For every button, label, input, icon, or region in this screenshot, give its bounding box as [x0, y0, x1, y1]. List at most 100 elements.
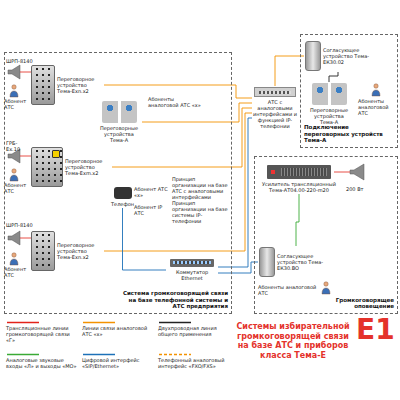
- note-label: Абонент АТС: [4, 182, 30, 194]
- note-label: Абонент IP АТС: [134, 204, 168, 216]
- device-caption: Переговорное устройство Тема-Exm.x2: [65, 158, 111, 176]
- device-node: Согласующее устройство Тема-ЕК30.02: [304, 40, 372, 72]
- note-label: 200 Вт: [346, 186, 376, 192]
- device-node: Телефон: [110, 186, 135, 208]
- region-heading: Система громкоговорящей связи на базе те…: [118, 290, 228, 310]
- device-figure: [31, 147, 63, 187]
- device-node: Переговорное устройство Тема-Exn.x2: [30, 230, 104, 272]
- device-figure: [114, 187, 132, 199]
- connector-line: [104, 85, 252, 98]
- person-icon: [372, 84, 380, 96]
- device-figure: [102, 101, 137, 123]
- device-caption: Согласующее устройство Тема-ЕК30.02: [323, 47, 371, 65]
- device-node: Переговорное устройство Тема-Exm.x2: [30, 146, 112, 188]
- connector-line: [142, 103, 252, 122]
- legend-line: [83, 354, 115, 356]
- person-icon: [322, 282, 330, 294]
- legend-line: [159, 354, 191, 356]
- region-heading: Подключение переговорных устройств Тема-…: [304, 124, 394, 144]
- speaker-wire: [334, 172, 350, 173]
- device-node: Согласующее устройство Тема-ЕК30.ВО: [258, 246, 334, 278]
- horn-speaker: [350, 164, 364, 180]
- device-figure: [31, 65, 55, 105]
- person-icon: [10, 253, 18, 265]
- connector-line: [329, 72, 338, 82]
- note-label: Принцип организации на базе АТС с аналог…: [172, 176, 230, 200]
- device-node: Усилитель трансляционный Тема-АТ04.00-22…: [258, 164, 340, 194]
- device-caption: Переговорное устройство Тема-Exn.x2: [57, 76, 103, 94]
- device-figure: [254, 87, 296, 97]
- connector-line: [104, 113, 252, 251]
- device-caption: Согласующее устройство Тема-ЕК30.ВО: [277, 253, 333, 271]
- device-node: Переговорные устройства Тема-А: [96, 100, 142, 144]
- device-node: Переговорное устройство Тема-Exn.x2: [30, 64, 104, 106]
- legend-line-sample: [82, 320, 116, 325]
- region-heading: Громкоговорящее оповещение: [332, 297, 394, 310]
- device-figure: [259, 247, 275, 277]
- note-label: Абонент АТС: [4, 266, 30, 278]
- device-figure: [305, 41, 321, 71]
- legend-line: [7, 322, 39, 324]
- speaker-wire: [20, 156, 31, 157]
- person-icon: [10, 85, 18, 97]
- connector-line: [218, 262, 258, 273]
- device-caption: Усилитель трансляционный Тема-АТ04.00-22…: [259, 181, 339, 193]
- device-figure: [170, 259, 214, 267]
- legend-text: Телефонный аналоговый интерфейс «FXO/FXS…: [158, 357, 230, 369]
- horn-speaker: [8, 65, 20, 79]
- note-label: Абонент АТС «х»: [134, 186, 168, 198]
- legend-line-sample: [158, 352, 192, 357]
- legend-text: Аналоговые звуковые входы «Л» и выходы «…: [6, 357, 78, 369]
- legend-item: Трансляционные линии громкоговорящей свя…: [6, 320, 78, 343]
- region-frame: Громкоговорящее оповещение Усилитель тран…: [254, 156, 398, 314]
- note-label: Абонент АТС: [4, 98, 30, 110]
- device-figure: [267, 165, 331, 179]
- legend-item: Телефонный аналоговый интерфейс «FXO/FXS…: [158, 352, 230, 369]
- device-caption: Телефон: [111, 201, 134, 207]
- legend-text: Трансляционные линии громкоговорящей свя…: [6, 325, 78, 343]
- sheet-code: E1: [356, 316, 400, 344]
- device-node: АТС с аналоговыми интерфейсами и функцие…: [252, 86, 298, 130]
- legend-line: [159, 322, 191, 324]
- legend-text: Цифровой интерфейс «SIP/Ethernet»: [82, 357, 154, 369]
- connector-line: [112, 108, 252, 167]
- device-caption: Переговорное устройство Тема-Exn.x2: [57, 242, 103, 260]
- legend-line-sample: [6, 352, 40, 357]
- legend-item: Аналоговые звуковые входы «Л» и выходы «…: [6, 352, 78, 369]
- note-label: Абоненты аналоговой АТС: [258, 284, 320, 296]
- legend-line-sample: [82, 352, 116, 357]
- diagram-title: Системы избирательной громкоговорящей св…: [236, 322, 350, 360]
- legend-item: Цифровой интерфейс «SIP/Ethernet»: [82, 352, 154, 369]
- connector-line: [275, 56, 304, 86]
- person-icon: [10, 169, 18, 181]
- legend-item: Линии связи аналоговой АТС «х»: [82, 320, 154, 337]
- region-frame: Подключение переговорных устройств Тема-…: [300, 34, 398, 148]
- legend-text: Линии связи аналоговой АТС «х»: [82, 325, 154, 337]
- speaker-wire: [20, 238, 31, 239]
- device-caption: Переговорные устройства Тема-А: [97, 125, 141, 143]
- legend-text: Двухпроводная линия общего применения: [158, 325, 230, 337]
- region-frame: Система громкоговорящей связи на базе те…: [4, 52, 232, 314]
- legend-item: Двухпроводная линия общего применения: [158, 320, 230, 337]
- note-label: ШРП-8140: [6, 222, 30, 228]
- connector-line: [218, 118, 252, 267]
- note-label: Принцип организации на базе системы IP-т…: [172, 200, 230, 224]
- device-figure: [312, 83, 347, 105]
- device-figure: [31, 231, 55, 271]
- legend-line-sample: [158, 320, 192, 325]
- device-caption: Переговорные устройства Тема-А: [307, 107, 351, 125]
- note-label: ГРБ-Ех.10: [6, 140, 30, 152]
- note-label: ШРП-8140: [6, 58, 30, 64]
- horn-speaker: [8, 149, 20, 163]
- note-label: Абоненты аналоговой АТС: [358, 98, 398, 116]
- device-node: Коммутатор Ethernet: [166, 258, 218, 282]
- note-label: Абоненты аналоговой АТС «х»: [148, 96, 206, 108]
- device-node: Переговорные устройства Тема-А: [306, 82, 352, 126]
- connector-line: [296, 194, 299, 246]
- legend-line-sample: [6, 320, 40, 325]
- legend-line: [83, 322, 115, 324]
- speaker-wire: [20, 72, 31, 73]
- connector-line: [123, 208, 166, 270]
- device-caption: АТС с аналоговыми интерфейсами и функцие…: [253, 99, 297, 129]
- horn-speaker: [8, 231, 20, 245]
